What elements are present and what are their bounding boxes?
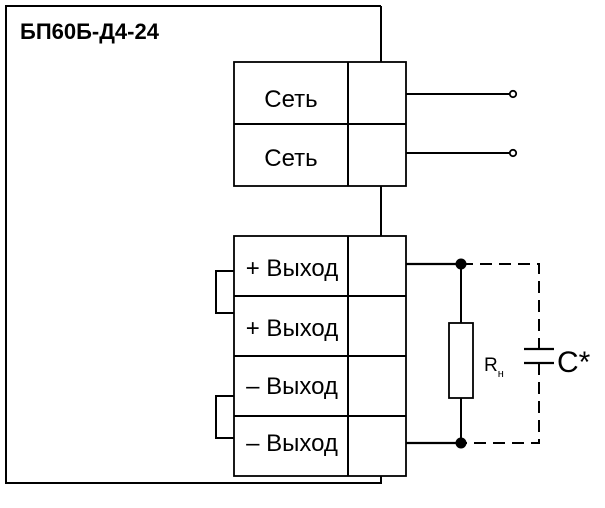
mains-terminal-block: Сеть Сеть — [233, 61, 407, 187]
output-terminal-2-label: + Выход — [246, 315, 339, 342]
capacitor-lower-dashed-wire — [461, 363, 540, 444]
output-terminal-block: + Выход + Выход – Выход – Выход — [233, 235, 407, 477]
capacitor-branch — [461, 263, 554, 444]
device-housing — [5, 5, 382, 484]
jumper-minus — [215, 395, 234, 439]
mains-wires — [406, 89, 518, 158]
mains-terminal-1-label: Сеть — [264, 86, 317, 113]
mains-wire-1-end — [508, 89, 518, 99]
capacitor-upper-dashed-wire — [461, 263, 540, 349]
capacitor-label: C* — [557, 346, 591, 379]
output-terminal-4-label: – Выход — [246, 430, 338, 457]
load-resistor — [448, 322, 474, 399]
mains-wire-2-end — [508, 148, 518, 158]
load-resistor-label: Rн — [484, 355, 504, 380]
output-terminal-1-label: + Выход — [246, 255, 339, 282]
jumper-plus — [215, 270, 234, 314]
device-title: БП60Б-Д4-24 — [20, 19, 160, 44]
mains-terminal-2-label: Сеть — [264, 145, 317, 172]
output-terminal-3-label: – Выход — [246, 373, 338, 400]
